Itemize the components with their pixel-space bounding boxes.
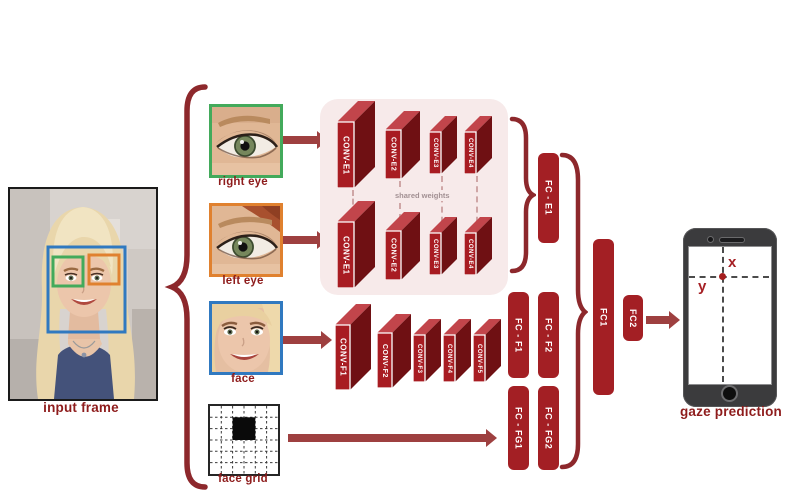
face-grid-filled-block [232,417,256,440]
fc-layer-label: FC - F1 [513,317,524,353]
phone-screen: x y [688,246,772,385]
gaze-y-label: y [698,278,707,295]
left-eye-flow-arrow-icon [283,231,328,249]
conv-block-e1-bottom: CONV-E1 [337,201,375,288]
conv-block-e1-top: CONV-E1 [337,101,375,188]
conv-block-e2-top: CONV-E2 [385,111,420,179]
right-eye-label: right eye [218,176,268,188]
conv-block-label: CONV-E1 [341,235,351,275]
phone-display: x y [683,228,777,407]
face-grid-crop [208,404,280,476]
input-frame-label: input frame [43,400,119,415]
right-eye-flow-arrow-icon [283,131,328,149]
conv-block-e3-top: CONV-E3 [429,116,457,174]
fc2-layer: FC2 [623,295,643,341]
fc-layer-label: FC - FG1 [513,406,524,450]
output-flow-arrow-icon [646,311,680,329]
conv-block-label: CONV-F4 [446,343,452,374]
face-grid-illustration [210,406,278,474]
conv-block-f4: CONV-F4 [443,319,471,382]
shared-weights-link [476,176,478,233]
conv-block-label: CONV-F1 [338,338,348,377]
phone-home-button [721,385,738,402]
conv-block-label: CONV-F2 [381,343,388,378]
right-eye-crop [209,104,283,178]
fc-f2-layer: FC - F2 [538,292,559,378]
fc-layer-label: FC - F2 [543,317,554,353]
fc-layer-label: FC - FG2 [543,406,554,450]
phone-speaker-icon [719,237,745,243]
gaze-y-dashed-line [689,276,769,278]
gaze-point [719,273,726,280]
left-eye-label: left eye [222,275,264,287]
face-bounding-box [46,245,127,334]
face-label: face [231,373,255,385]
face-flow-arrow-icon [283,331,332,349]
input-split-brace [164,84,208,490]
conv-block-label: CONV-E4 [467,239,473,269]
portrait-illustration [10,189,156,399]
shared-weights-link [441,176,443,233]
right-eye-bounding-box [51,255,85,288]
conv-block-f1: CONV-F1 [335,304,371,390]
left-eye-bounding-box [87,253,121,286]
conv-block-label: CONV-E4 [467,138,473,168]
fc-f1-layer: FC - F1 [508,292,529,378]
conv-block-label: CONV-E3 [432,138,438,168]
face-grid-label: face grid [218,473,268,485]
conv-block-label: CONV-F5 [476,343,482,374]
conv-block-e3-bottom: CONV-E3 [429,217,457,275]
conv-block-label: CONV-E1 [341,135,351,175]
conv-block-f5: CONV-F5 [473,319,501,382]
conv-block-f2: CONV-F2 [377,314,411,388]
conv-block-label: CONV-E3 [432,239,438,269]
phone-camera-icon [707,236,714,243]
fc-layer-label: FC2 [628,308,638,328]
conv-block-label: CONV-E2 [389,137,397,172]
shared-weights-link [399,181,401,231]
shared-weights-label: shared weights [392,190,453,201]
fc-fg2-layer: FC - FG2 [538,386,559,470]
conv-block-label: CONV-F3 [416,343,422,374]
fc-e1-layer: FC - E1 [538,153,559,243]
input-frame-photo [8,187,158,401]
fc-layer-label: FC1 [598,307,609,327]
fc1-merge-brace [559,152,588,470]
eye-merge-brace [509,116,536,274]
conv-block-e2-bottom: CONV-E2 [385,212,420,280]
fc-layer-label: FC - E1 [543,180,554,216]
face-grid-flow-arrow-icon [288,429,497,447]
gaze-x-dashed-line [722,247,724,382]
gaze-prediction-label: gaze prediction [679,404,782,419]
fc1-layer: FC1 [593,239,614,395]
conv-block-e4-top: CONV-E4 [464,116,492,174]
conv-block-e4-bottom: CONV-E4 [464,217,492,275]
gaze-x-label: x [728,254,737,271]
conv-block-label: CONV-E2 [389,238,397,273]
left-eye-crop [209,203,283,277]
conv-block-f3: CONV-F3 [413,319,441,382]
fc-fg1-layer: FC - FG1 [508,386,529,470]
face-crop [209,301,283,375]
